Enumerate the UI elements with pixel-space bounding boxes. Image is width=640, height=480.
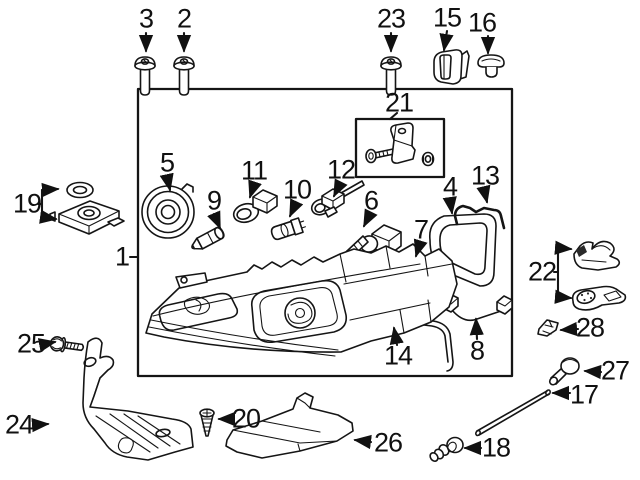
callout-11[interactable]: 11 — [240, 155, 268, 186]
callout-2[interactable]: 2 — [176, 3, 192, 34]
callout-7[interactable]: 7 — [413, 214, 429, 245]
part-22-bracket-a — [573, 240, 621, 271]
part-27-pin — [548, 357, 580, 386]
part-12-socket — [310, 180, 365, 218]
callout-21[interactable]: 21 — [384, 87, 414, 118]
part-6-bulb — [344, 224, 402, 259]
callout-27[interactable]: 27 — [600, 355, 630, 386]
part-10-bulb — [270, 217, 306, 241]
part-24-bracket — [82, 337, 194, 461]
callout-9[interactable]: 9 — [206, 185, 222, 216]
callout-18[interactable]: 18 — [481, 432, 511, 463]
part-25-screw — [49, 336, 85, 353]
part-22-bracket-b — [571, 285, 627, 311]
callout-10[interactable]: 10 — [282, 174, 312, 205]
callout-6[interactable]: 6 — [363, 185, 379, 216]
assembly-boundary-box — [136, 87, 514, 378]
callout-25[interactable]: 25 — [16, 328, 46, 359]
part-26-cover — [225, 392, 354, 459]
leader-lines — [31, 29, 603, 456]
callout-15[interactable]: 15 — [432, 2, 462, 33]
part-2-bolt — [173, 56, 195, 96]
callout-12[interactable]: 12 — [326, 154, 356, 185]
callout-17[interactable]: 17 — [569, 379, 599, 410]
callout-13[interactable]: 13 — [470, 160, 500, 191]
part-21-sub-box — [354, 117, 446, 179]
callout-3[interactable]: 3 — [138, 3, 154, 34]
part-17-rod — [475, 389, 551, 437]
part-5-cap — [141, 183, 195, 239]
part-8-wiring-harness — [442, 293, 513, 322]
part-11-socket — [232, 189, 278, 224]
callout-16[interactable]: 16 — [467, 7, 497, 38]
callout-1[interactable]: 1 — [114, 241, 130, 272]
part-16-grommet — [477, 54, 505, 78]
callout-28[interactable]: 28 — [575, 312, 605, 343]
part-23-bolt — [380, 56, 402, 96]
callout-5[interactable]: 5 — [159, 147, 175, 178]
callout-4[interactable]: 4 — [442, 171, 458, 202]
callout-19[interactable]: 19 — [12, 188, 42, 219]
part-15-retainer — [433, 49, 470, 85]
callout-14[interactable]: 14 — [383, 340, 413, 371]
callout-26[interactable]: 26 — [373, 427, 403, 458]
part-19-ballast — [49, 181, 125, 235]
part-18-screw — [429, 436, 464, 462]
part-9-bulb — [191, 226, 225, 250]
callout-8[interactable]: 8 — [469, 335, 485, 366]
part-1-headlamp-assembly — [145, 243, 458, 357]
callout-22[interactable]: 22 — [527, 256, 557, 287]
callout-23[interactable]: 23 — [376, 3, 406, 34]
callout-24[interactable]: 24 — [4, 409, 34, 440]
part-20-screw — [199, 408, 215, 437]
part-3-bolt — [134, 56, 156, 96]
part-28-clip — [537, 319, 559, 337]
part-21-bracket-kit — [365, 122, 435, 167]
callout-20[interactable]: 20 — [231, 403, 261, 434]
